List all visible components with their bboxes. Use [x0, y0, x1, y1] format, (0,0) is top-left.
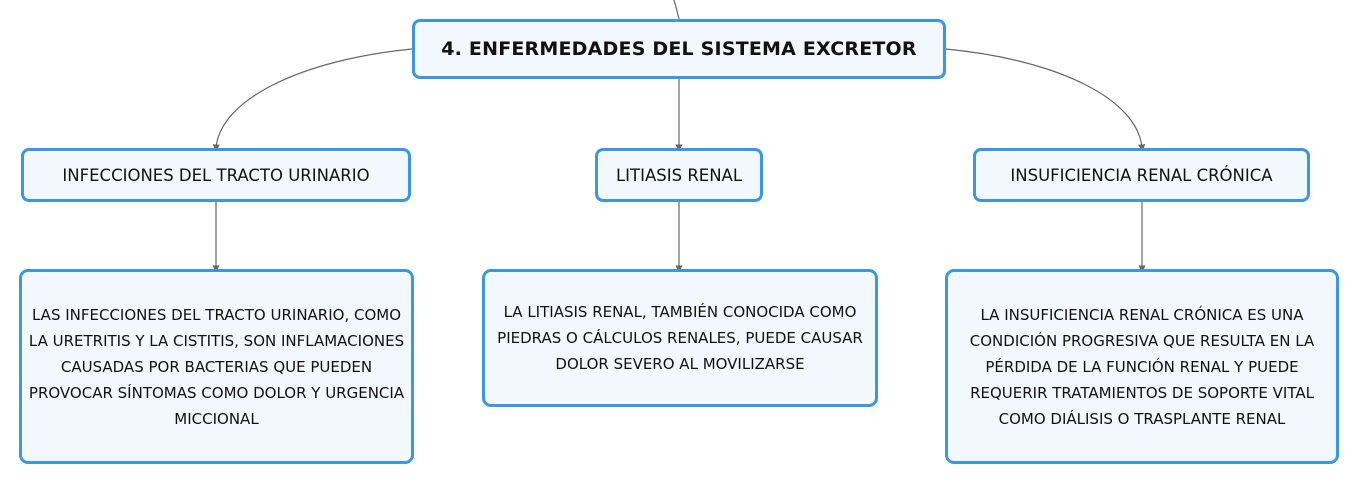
branch-topic-infecciones[interactable]: INFECCIONES DEL TRACTO URINARIO — [21, 148, 411, 202]
detail-topic-text: LA LITIASIS RENAL, TAMBIÉN CONOCIDA COMO… — [497, 303, 863, 373]
branch-topic-label: INSUFICIENCIA RENAL CRÓNICA — [1010, 165, 1273, 185]
detail-topic-litiasis[interactable]: LA LITIASIS RENAL, TAMBIÉN CONOCIDA COMO… — [482, 269, 878, 407]
branch-topic-label: INFECCIONES DEL TRACTO URINARIO — [62, 165, 370, 185]
connector-root-to-branch-1 — [212, 48, 413, 152]
branch-topic-litiasis[interactable]: LITIASIS RENAL — [595, 148, 763, 202]
branch-topic-insuficiencia[interactable]: INSUFICIENCIA RENAL CRÓNICA — [973, 148, 1310, 202]
branch-topic-label: LITIASIS RENAL — [615, 165, 743, 185]
connector-parent-to-root — [673, 0, 680, 20]
detail-topic-text: LA INSUFICIENCIA RENAL CRÓNICA ES UNA CO… — [969, 305, 1315, 428]
connector-root-to-branch-3 — [945, 48, 1146, 152]
detail-topic-insuficiencia[interactable]: LA INSUFICIENCIA RENAL CRÓNICA ES UNA CO… — [945, 269, 1339, 464]
detail-topic-text: LAS INFECCIONES DEL TRACTO URINARIO, COM… — [28, 305, 405, 428]
detail-topic-infecciones[interactable]: LAS INFECCIONES DEL TRACTO URINARIO, COM… — [19, 269, 414, 464]
root-topic-label: 4. ENFERMEDADES DEL SISTEMA EXCRETOR — [441, 38, 917, 60]
root-topic[interactable]: 4. ENFERMEDADES DEL SISTEMA EXCRETOR — [412, 19, 946, 79]
